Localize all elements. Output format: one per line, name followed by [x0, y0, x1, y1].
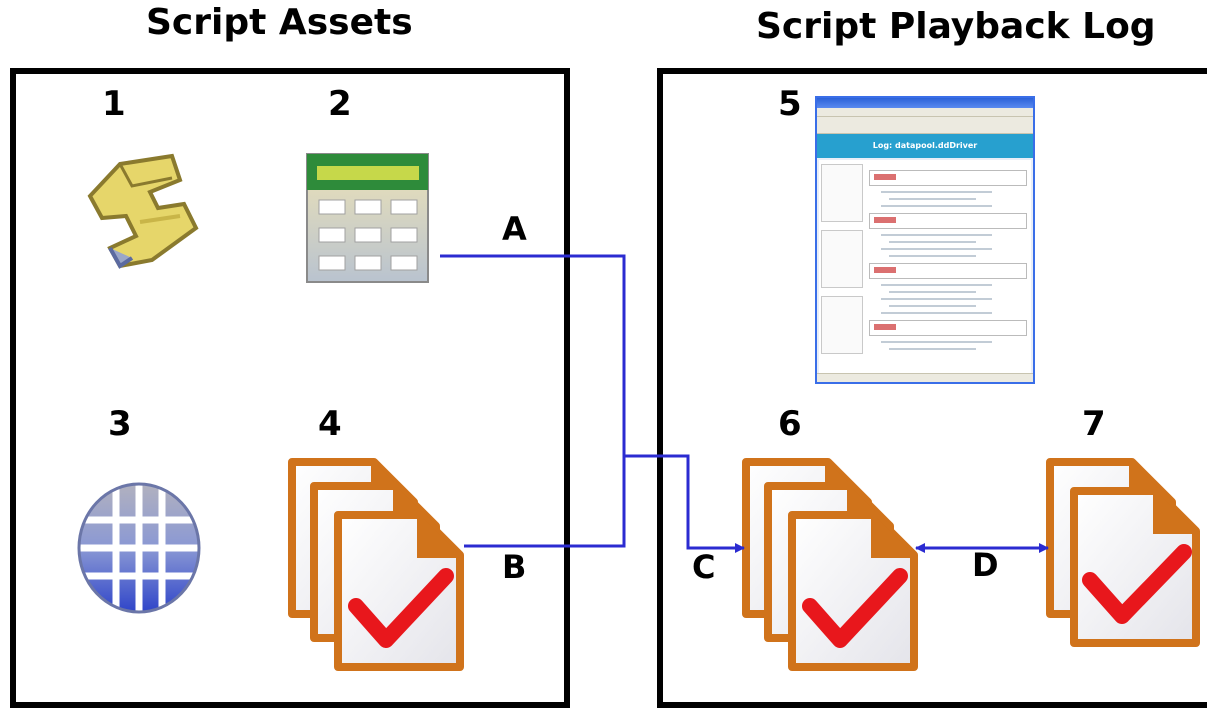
script-scroll-icon [87, 153, 199, 269]
log-entries [869, 164, 1027, 370]
item-number-4: 4 [318, 404, 342, 444]
log-body [819, 160, 1031, 374]
connector-line-c [624, 454, 745, 553]
object-map-globe-icon [77, 482, 201, 614]
script-assets-title: Script Assets [146, 2, 413, 43]
connector-label-c: C [692, 548, 716, 586]
verification-point-stack-icon [286, 456, 466, 678]
verification-point-stack-icon [740, 456, 920, 678]
item-number-1: 1 [102, 84, 126, 124]
browser-titlebar [817, 98, 1033, 108]
item-number-7: 7 [1082, 404, 1106, 444]
browser-toolbar [817, 117, 1033, 134]
connector-line-b [464, 456, 626, 548]
browser-menubar [817, 108, 1033, 117]
connector-line-a [440, 254, 626, 456]
script-playback-log-title: Script Playback Log [756, 6, 1156, 47]
log-header: Log: datapool.ddDriver [817, 134, 1033, 158]
item-number-3: 3 [108, 404, 132, 444]
verification-point-pair-icon [1044, 456, 1202, 652]
item-number-6: 6 [778, 404, 802, 444]
item-number-5: 5 [778, 84, 802, 124]
item-number-2: 2 [328, 84, 352, 124]
log-browser-screenshot: Log: datapool.ddDriver [815, 96, 1035, 384]
browser-statusbar [817, 373, 1033, 382]
datapool-calculator-icon [306, 153, 429, 283]
connector-label-a: A [502, 210, 527, 248]
log-sidebar [821, 164, 863, 370]
connector-label-b: B [502, 548, 527, 586]
